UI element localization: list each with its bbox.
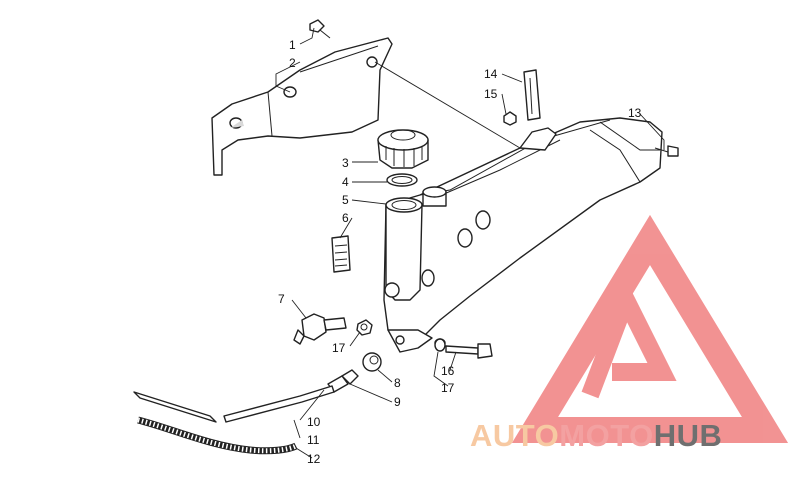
bolt-part-16 (445, 343, 493, 359)
watermark-word-hub: HUB (653, 418, 723, 453)
callout-16: 16 (441, 364, 455, 378)
heat-shield-panel (211, 37, 393, 176)
o-ring (386, 173, 418, 187)
callout-17-right: 17 (441, 381, 455, 395)
callout-17-left: 17 (332, 341, 346, 355)
watermark-word-moto: MOTO (559, 418, 654, 453)
watermark-logo-mark (511, 214, 789, 443)
grommet (362, 352, 382, 372)
callout-13: 13 (628, 106, 642, 120)
callout-1: 1 (289, 38, 296, 52)
filler-cap (377, 129, 429, 169)
callout-3: 3 (342, 156, 349, 170)
bolt-part-13 (654, 145, 679, 157)
callout-12: 12 (307, 452, 321, 466)
spiral-wrap (137, 416, 298, 455)
washer-right (434, 338, 446, 352)
callout-5: 5 (342, 193, 349, 207)
callout-7: 7 (278, 292, 285, 306)
callout-6: 6 (342, 211, 349, 225)
mounting-strap (523, 69, 541, 121)
callout-2: 2 (289, 56, 296, 70)
fitting-valve (293, 313, 347, 345)
leader-lines (275, 27, 665, 459)
callout-labels: 1 2 3 4 5 6 7 8 9 10 11 12 13 14 15 16 1… (278, 38, 642, 466)
watermark-word-auto: AUTO (470, 418, 560, 453)
callout-14: 14 (484, 67, 498, 81)
nut-left (356, 319, 373, 336)
decal-label (331, 235, 351, 273)
callout-9: 9 (394, 395, 401, 409)
callout-10: 10 (307, 415, 321, 429)
callout-15: 15 (484, 87, 498, 101)
callout-11: 11 (307, 433, 320, 447)
oil-tank-body (383, 117, 663, 353)
nut-part-15 (503, 111, 517, 126)
callout-8: 8 (394, 376, 401, 390)
oil-hose (133, 385, 335, 423)
callout-4: 4 (342, 175, 349, 189)
watermark-brand: AUTOMOTOHUB (470, 418, 800, 458)
bolt-part-1 (309, 19, 331, 39)
